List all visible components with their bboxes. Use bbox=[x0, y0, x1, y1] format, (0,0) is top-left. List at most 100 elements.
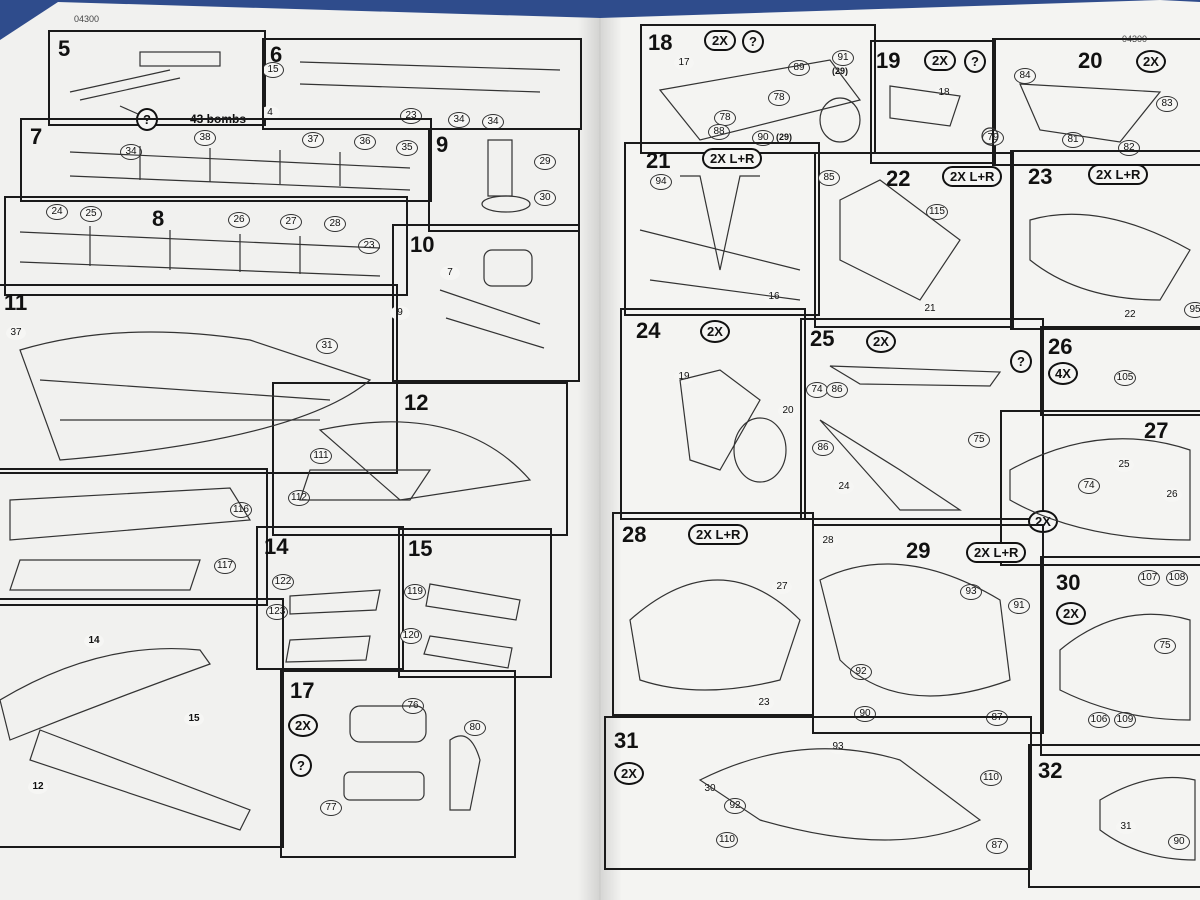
step-number: 19 bbox=[876, 48, 901, 73]
part-number: 30 bbox=[534, 190, 556, 206]
step-number: 7 bbox=[30, 124, 43, 149]
nacelle-drawing bbox=[698, 748, 982, 841]
part-number: 36 bbox=[354, 134, 376, 150]
step-panel-10: 10 7 9 bbox=[390, 224, 580, 382]
part-number: 26 bbox=[1162, 488, 1182, 502]
part-number: 22 bbox=[1120, 308, 1140, 322]
step-number: 24 bbox=[636, 318, 661, 343]
left-page-code: 04300 bbox=[74, 14, 100, 24]
step-panel-25: 25 2X ? 74 86 75 86 24 bbox=[800, 318, 1044, 520]
part-number: 75 bbox=[968, 432, 990, 448]
engine-mount-drawing bbox=[1019, 83, 1162, 143]
step-number: 5 bbox=[58, 36, 71, 61]
frame-drawing bbox=[299, 61, 561, 93]
step-panel-21: 21 2X L+R 94 16 bbox=[624, 142, 820, 316]
step-number: 27 bbox=[1144, 418, 1169, 443]
flap-drawing bbox=[423, 583, 521, 669]
count-badge: 2X bbox=[704, 30, 736, 51]
nacelle-drawing bbox=[1059, 613, 1191, 721]
count-badge: 2X bbox=[924, 50, 956, 71]
part-number: 24 bbox=[46, 204, 68, 220]
page-gutter bbox=[578, 18, 622, 900]
exhaust-drawing bbox=[829, 365, 1002, 387]
count-badge: 2X L+R bbox=[1088, 164, 1149, 185]
engine-drawing bbox=[981, 127, 999, 145]
engine-drawing bbox=[349, 705, 427, 743]
part-number: 77 bbox=[320, 800, 342, 816]
part-number: 112 bbox=[288, 490, 310, 506]
part-number: 90 bbox=[854, 706, 876, 722]
step-number: 15 bbox=[408, 536, 433, 561]
step-number: 10 bbox=[410, 232, 435, 257]
part-number: 108 bbox=[1166, 570, 1188, 586]
step-panel-15: 15 119 120 bbox=[398, 528, 552, 678]
nacelle-drawing bbox=[1099, 776, 1196, 861]
part-number: 26 bbox=[228, 212, 250, 228]
part-number: 23 bbox=[358, 238, 380, 254]
part-number: 88 bbox=[708, 124, 730, 140]
step-number: 12 bbox=[404, 390, 429, 415]
part-number: 34 bbox=[120, 144, 142, 160]
part-number: 78 bbox=[768, 90, 790, 106]
engine-drawing bbox=[819, 97, 861, 143]
part-number: 110 bbox=[716, 832, 738, 848]
part-number: 90 bbox=[1168, 834, 1190, 850]
count-badge: 2X L+R bbox=[942, 166, 1003, 187]
part-number: 28 bbox=[818, 534, 838, 548]
step-panel-32: 32 31 90 bbox=[1028, 744, 1200, 888]
step-panel-12: 12 111 112 bbox=[272, 382, 568, 536]
part-number: 4 bbox=[260, 106, 280, 120]
step-panel-9: 9 29 30 bbox=[428, 128, 580, 232]
wing-drawing bbox=[9, 487, 252, 541]
fuselage-frame-drawing bbox=[19, 231, 381, 277]
part-number: 27 bbox=[772, 580, 792, 594]
part-number: 29 bbox=[534, 154, 556, 170]
part-number: 20 bbox=[778, 404, 798, 418]
part-number: 86 bbox=[826, 382, 848, 398]
step-number: 23 bbox=[1028, 164, 1053, 189]
part-number: 107 bbox=[1138, 570, 1160, 586]
part-number: 74 bbox=[1078, 478, 1100, 494]
part-number: 19 bbox=[674, 370, 694, 384]
part-number: 92 bbox=[850, 664, 872, 680]
fuselage-frame-drawing bbox=[89, 226, 301, 274]
step-number: 9 bbox=[436, 132, 449, 157]
part-number: 9 bbox=[390, 306, 410, 320]
step-number: 8 bbox=[152, 206, 165, 231]
part-number: 15 bbox=[184, 712, 204, 726]
part-number: 37 bbox=[302, 132, 324, 148]
part-drawing bbox=[481, 195, 531, 213]
part-number: 87 bbox=[986, 838, 1008, 854]
aircraft-drawing bbox=[0, 647, 211, 741]
step-number: 25 bbox=[810, 326, 835, 351]
part-number: 110 bbox=[980, 770, 1002, 786]
part-number: 86 bbox=[812, 440, 834, 456]
landing-gear-bay-drawing bbox=[680, 175, 760, 271]
part-number: 94 bbox=[650, 174, 672, 190]
step-panel-8: 8 24 25 26 27 28 23 bbox=[4, 196, 408, 296]
part-drawing bbox=[487, 139, 513, 197]
part-number: 95 bbox=[1184, 302, 1200, 318]
part-number: 24 bbox=[834, 480, 854, 494]
step-panel-17: 17 2X ? 76 77 80 bbox=[280, 670, 516, 858]
step-number: 6 bbox=[270, 42, 283, 67]
step-number: 30 bbox=[1056, 570, 1081, 595]
count-badge: 2X L+R bbox=[688, 524, 749, 545]
part-number: 120 bbox=[400, 628, 422, 644]
part-number: 83 bbox=[1156, 96, 1178, 112]
step-number: 14 bbox=[264, 534, 289, 559]
engine-drawing bbox=[733, 417, 787, 483]
question-badge: ? bbox=[964, 50, 986, 73]
count-badge: 2X bbox=[1056, 602, 1086, 625]
part-number: 119 bbox=[404, 584, 426, 600]
left-page bbox=[0, 2, 600, 900]
part-number: 122 bbox=[272, 574, 294, 590]
engine-drawing bbox=[449, 735, 481, 811]
part-number: 37 bbox=[6, 326, 26, 340]
part-number: 17 bbox=[674, 56, 694, 70]
part-number: 38 bbox=[194, 130, 216, 146]
part-number: 84 bbox=[1014, 68, 1036, 84]
part-number: 12 bbox=[28, 780, 48, 794]
flap-drawing bbox=[285, 589, 381, 663]
